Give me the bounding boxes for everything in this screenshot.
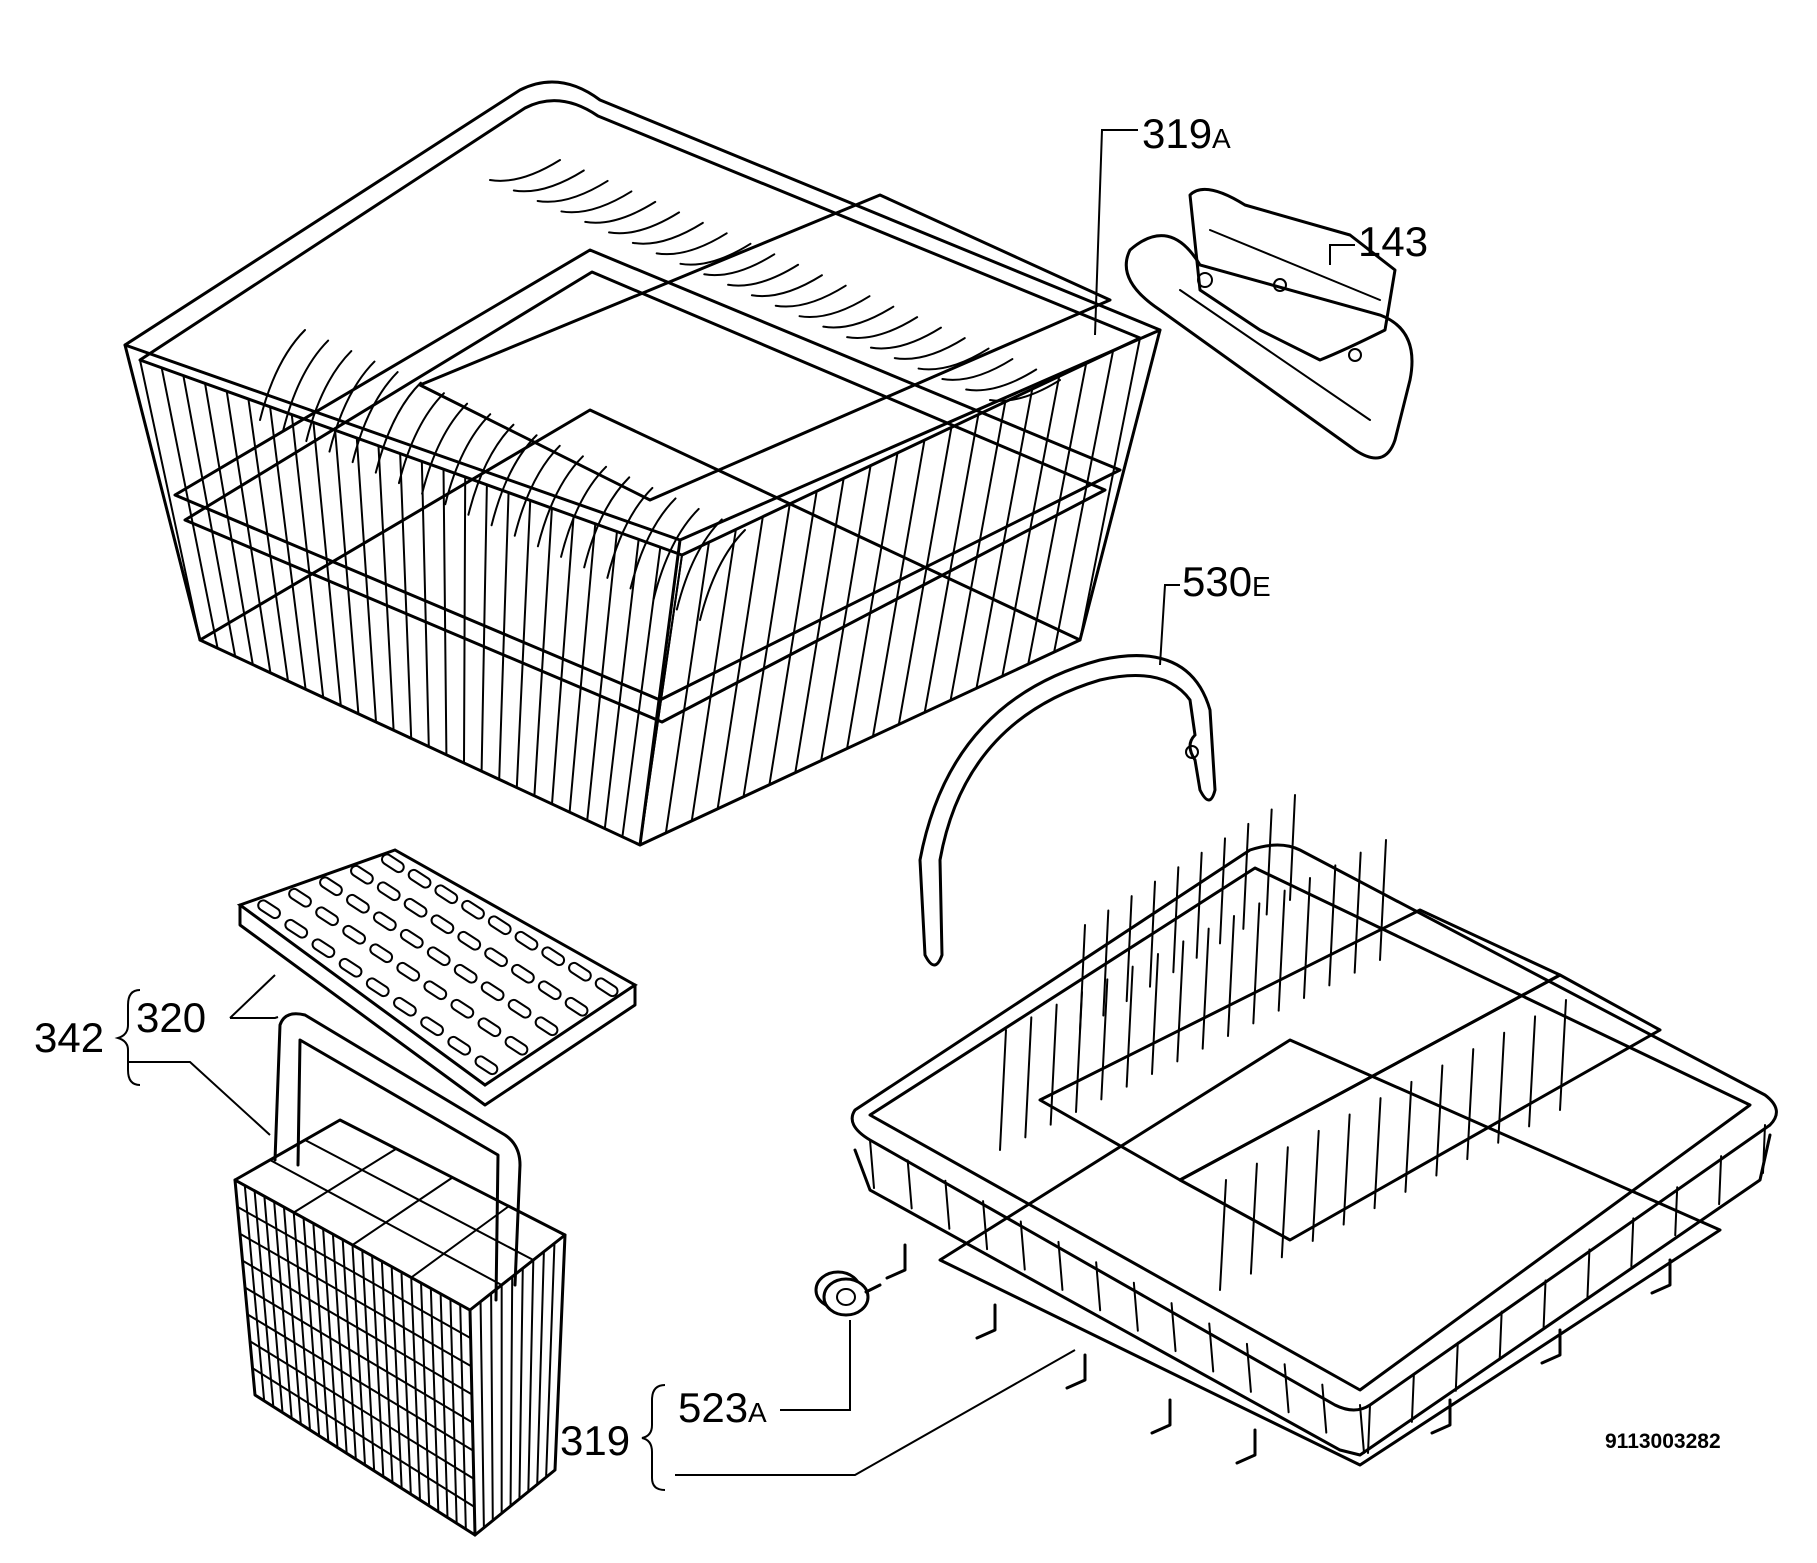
cutlery-basket-mesh <box>236 1184 556 1531</box>
basket-handle-part <box>918 654 1217 967</box>
label-cutlery-set-code: 342 <box>34 1014 104 1061</box>
lower-basket <box>850 794 1778 1467</box>
drawing-number: 9113003282 <box>1605 1430 1721 1453</box>
cutlery-grid-slots <box>257 853 619 1076</box>
lower-basket-side-posts <box>869 1124 1766 1454</box>
label-wheel-code: 523 <box>678 1384 748 1431</box>
label-lower-basket-code: 319 <box>560 1417 630 1464</box>
cutlery-basket-compartments <box>269 1139 535 1286</box>
upper-basket-side-wires <box>639 337 1141 846</box>
upper-basket-tines <box>259 159 1061 621</box>
label-upper-basket-code: 319 <box>1142 110 1212 157</box>
leader-lines <box>114 129 1355 1491</box>
lower-basket-tines <box>999 794 1567 1291</box>
label-wheel-suffix: A <box>748 1397 767 1428</box>
label-handle-suffix: E <box>1252 571 1271 602</box>
cutlery-basket-part <box>233 1012 567 1537</box>
upper-basket-front-wires <box>139 359 683 846</box>
basket-holder-part <box>1124 187 1414 460</box>
basket-wheel-part <box>814 1270 882 1317</box>
cutlery-grid-part <box>236 848 638 1107</box>
label-holder-code: 143 <box>1358 218 1428 265</box>
label-grid-code: 320 <box>136 994 206 1041</box>
label-handle-code: 530 <box>1182 558 1252 605</box>
upper-basket <box>123 80 1162 847</box>
lower-basket-feet <box>885 1243 1672 1465</box>
label-upper-basket-suffix: A <box>1212 123 1231 154</box>
